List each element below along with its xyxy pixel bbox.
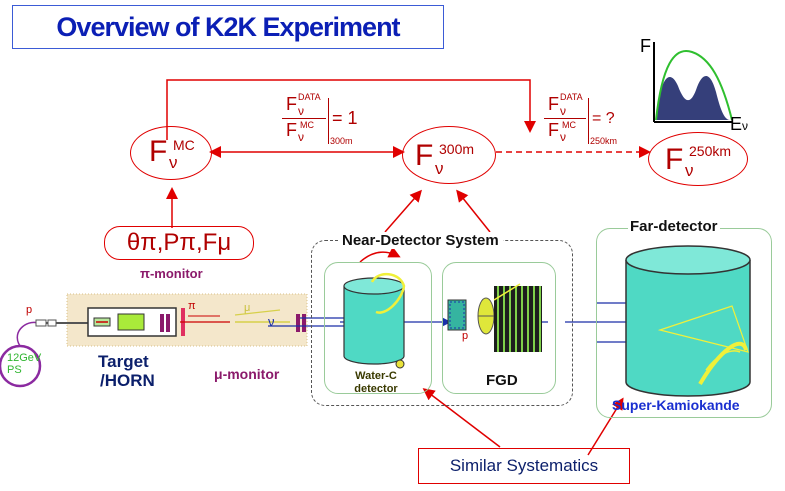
flux-spectrum-plot: [653, 42, 754, 123]
flux-near-sup: 300m: [439, 141, 475, 157]
pi-monitor-label: π-monitor: [140, 266, 203, 281]
beam-pi-label: π: [188, 300, 196, 312]
near-detector-system-label: Near-Detector System: [338, 232, 503, 249]
fgd-to-near-arrow: [456, 189, 491, 233]
far-detector-box: [596, 228, 772, 418]
params-label: θπ,Pπ,Fμ: [126, 229, 232, 256]
beam-p-label: p: [26, 304, 33, 316]
slide-title: Overview of K2K Experiment: [56, 11, 400, 42]
ratio-near-subscript: 300m: [330, 136, 353, 146]
flux-near-nu: ν: [435, 159, 444, 178]
water-c-label: Water-C detector: [354, 370, 398, 395]
ps-label: 12GeV PS: [7, 352, 42, 376]
beam-nu-label: ν: [268, 314, 275, 329]
mu-monitor-label: μ-monitor: [214, 366, 280, 382]
flux-far-sup: 250km: [689, 143, 732, 159]
fgd-p-label: p: [462, 330, 469, 342]
mc-to-ratio-arrow: [166, 79, 536, 140]
flux-mc-nu: ν: [169, 153, 178, 172]
spectrum-x-label: Eν: [730, 114, 749, 134]
fgd-scibar: [447, 299, 467, 331]
ratio-near-equals: = 1: [332, 108, 358, 128]
fgd-box: [442, 262, 556, 394]
similar-systematics-box: Similar Systematics: [418, 448, 630, 484]
ratio-near: F DATA ν F MC ν = 1 300m: [280, 92, 390, 150]
syst-to-near-arrow: [422, 388, 501, 448]
flux-mc-sup: MC: [173, 137, 195, 153]
flux-far-nu: ν: [685, 161, 694, 180]
target-horn-label: Target /HORN: [98, 352, 155, 390]
super-k-label: Super-Kamiokande: [612, 397, 740, 413]
flux-near-F: F: [415, 139, 434, 172]
spectrum-y-label: F: [640, 36, 651, 56]
flux-mc-F: F: [149, 135, 168, 168]
flux-far-oval: F 250km ν: [648, 132, 748, 186]
params-box: θπ,Pπ,Fμ: [104, 226, 254, 260]
title-box: Overview of K2K Experiment: [12, 5, 444, 49]
ratio-far-subscript: 250km: [590, 136, 618, 146]
flux-near-oval: F 300m ν: [402, 126, 496, 184]
water-c-box: [324, 262, 432, 394]
super-k-cylinder: [625, 260, 751, 397]
fgd-label: FGD: [486, 372, 518, 389]
far-detector-label: Far-detector: [628, 218, 720, 235]
beam-mu-label: μ: [244, 302, 251, 314]
ratio-far-equals: = ?: [592, 110, 615, 127]
syst-to-far-arrow: [587, 397, 624, 456]
ratio-far: F DATA ν F MC ν = ? 250km: [542, 92, 652, 150]
water-c-cylinder: [343, 286, 405, 365]
flux-far-F: F: [665, 143, 684, 176]
flux-mc-oval: F MC ν: [130, 126, 212, 180]
water-to-near-arrow: [384, 189, 422, 233]
similar-systematics-label: Similar Systematics: [449, 456, 599, 475]
